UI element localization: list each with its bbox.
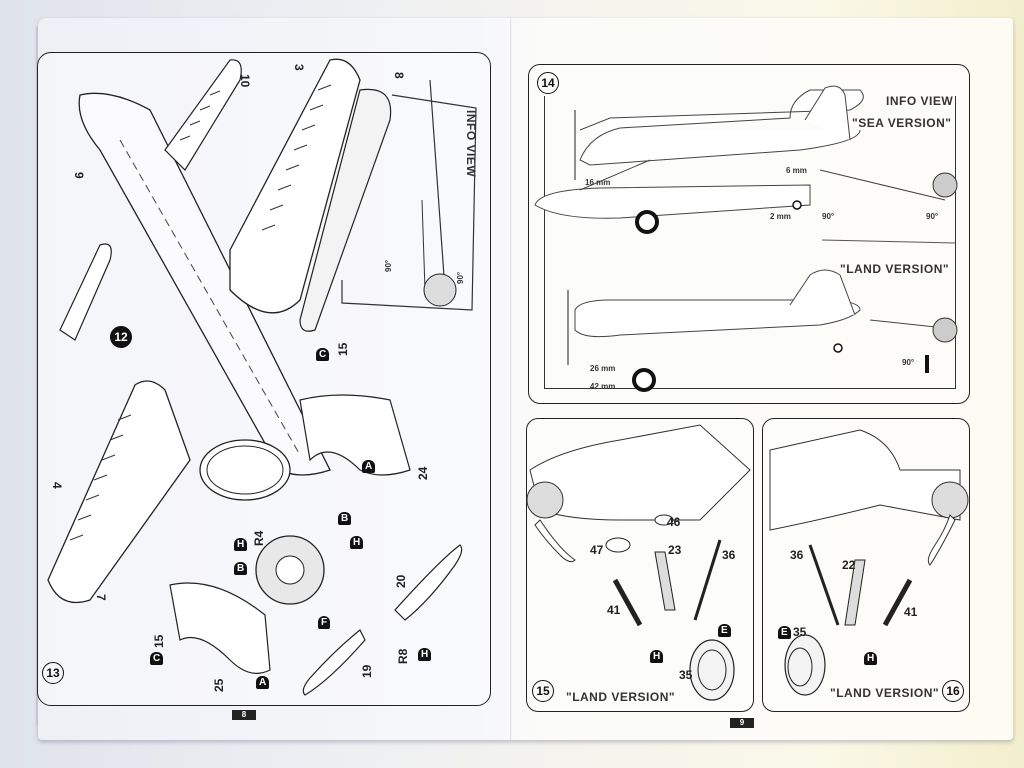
sub-step-12-number: 12 <box>110 326 132 348</box>
color-marker-B-1: B <box>234 562 248 575</box>
propeller-blade-19-drawing <box>302 629 366 696</box>
dimension-6mm: 6 mm <box>786 166 807 175</box>
dimension-26mm: 26 mm <box>590 364 616 373</box>
color-marker-A-lower: A <box>256 676 270 689</box>
page-number-8: 8 <box>232 710 256 720</box>
color-marker-C-lower: C <box>150 652 164 665</box>
wing-left-drawing <box>47 380 191 604</box>
color-marker-B-2: B <box>338 512 352 525</box>
step-16-part-41: 41 <box>904 605 918 619</box>
step-16-part-35: 35 <box>793 625 807 639</box>
angle-label-sea-2: 90° <box>926 212 939 221</box>
land-version-label-info: "LAND VERSION" <box>840 262 950 276</box>
step-15-part-35: 35 <box>679 668 693 682</box>
dimension-42mm: 42 mm <box>590 382 616 391</box>
step-16-number: 16 <box>942 680 964 702</box>
land-version-plane-drawing <box>567 269 958 392</box>
step-15-part-36: 36 <box>722 548 736 562</box>
info-view-label-right: INFO VIEW <box>886 94 954 108</box>
fuselage-drawing <box>78 92 331 476</box>
sea-version-plane-drawing <box>534 85 958 244</box>
page-number-9: 9 <box>730 718 754 728</box>
step-16-part-36: 36 <box>790 548 804 562</box>
color-marker-A-upper: A <box>362 460 376 473</box>
booklet-spine <box>510 18 512 740</box>
step-13-number: 13 <box>42 662 64 684</box>
step-15-land-version-label: "LAND VERSION" <box>566 690 676 704</box>
color-marker-F: F <box>318 616 331 629</box>
step-16-color-marker-H: H <box>864 652 878 665</box>
step-15-part-23: 23 <box>668 543 682 557</box>
color-marker-H-2: H <box>350 536 364 549</box>
step-14-number: 14 <box>537 72 559 94</box>
angle-label-land: 90° <box>902 358 915 367</box>
dimension-2mm: 2 mm <box>770 212 791 221</box>
tail-part-10-drawing <box>164 59 242 171</box>
wing-right-drawing <box>229 58 361 314</box>
angle-label-sea-1: 90° <box>822 212 835 221</box>
color-marker-H-3: H <box>418 648 432 661</box>
propeller-blade-20-drawing <box>394 544 463 621</box>
cowling-ring-drawing <box>199 439 291 501</box>
step-15-part-41: 41 <box>607 603 621 617</box>
step-15-color-marker-H: H <box>650 650 664 663</box>
cowling-part-24-drawing <box>299 394 411 476</box>
step-15-part-47: 47 <box>590 543 604 557</box>
cowling-part-25-drawing <box>169 582 271 674</box>
step-15-color-marker-E: E <box>718 624 731 637</box>
dimension-16mm: 16 mm <box>585 178 611 187</box>
step-16-part-22: 22 <box>842 558 856 572</box>
step-16-land-version-label: "LAND VERSION" <box>830 686 940 700</box>
step-16-color-marker-E: E <box>778 626 791 639</box>
step-15-part-46: 46 <box>667 515 681 529</box>
step-14-inner-frame <box>544 96 956 389</box>
sea-version-label: "SEA VERSION" <box>852 116 952 130</box>
info-view-box <box>341 94 477 311</box>
step-15-number: 15 <box>532 680 554 702</box>
color-marker-H-1: H <box>234 538 248 551</box>
color-marker-C-upper: C <box>316 348 330 361</box>
